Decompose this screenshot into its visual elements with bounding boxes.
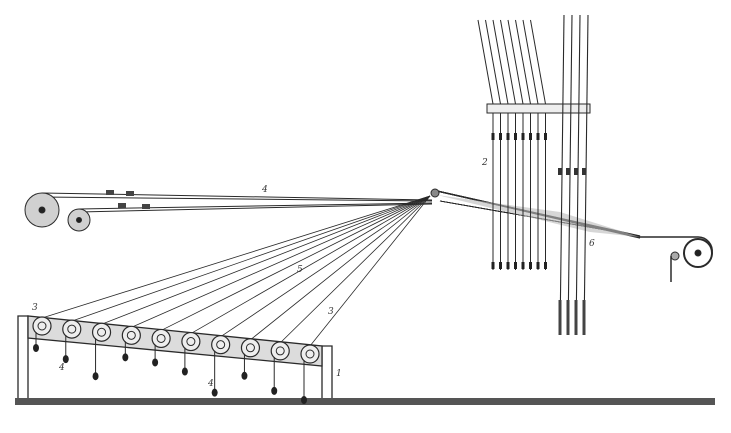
roller-core <box>275 346 285 356</box>
warp-thread <box>309 195 431 347</box>
heddle-cord <box>492 19 509 105</box>
weight <box>62 355 69 364</box>
heddle-eye <box>514 133 517 140</box>
warp-thread <box>190 195 431 334</box>
roller-core <box>126 330 136 340</box>
heddle-cord <box>530 19 546 105</box>
label-weight-middle: 4 <box>207 379 214 389</box>
roller-core <box>67 324 77 334</box>
heddle-weight <box>544 262 547 269</box>
weight <box>92 372 99 381</box>
label-warp-upper: 4 <box>261 185 268 195</box>
heddle-cord <box>507 19 524 105</box>
heddle-eye <box>506 133 510 140</box>
figure-labels: 1 2 3 3 4 4 4 5 6 <box>32 158 595 389</box>
heddle-b-weight <box>574 300 578 335</box>
weight <box>181 367 188 376</box>
warp-thread <box>71 195 431 322</box>
warp-threads <box>41 190 713 347</box>
upper-warp <box>78 202 433 210</box>
warp-clamp <box>118 203 126 208</box>
heddle-b-eye <box>574 168 578 175</box>
heddle-cord <box>485 19 501 105</box>
roller-row <box>32 316 320 404</box>
warp-clamp <box>126 191 134 196</box>
warp-thread <box>279 195 431 344</box>
roller-core <box>245 343 255 353</box>
label-roller-right: 3 <box>328 307 334 317</box>
label-weight-left: 4 <box>58 363 65 373</box>
warp-thread <box>220 195 431 337</box>
warp-thread <box>41 195 431 319</box>
ground-line <box>15 398 715 405</box>
weight <box>271 386 278 395</box>
pivot-pulley <box>430 188 440 198</box>
heddle-cord <box>522 19 539 105</box>
label-frame: 1 <box>336 369 342 379</box>
heddle-b-weight <box>566 300 570 335</box>
warp-thread <box>250 195 431 341</box>
heddle-cord <box>500 19 516 105</box>
heddle-b-weight <box>558 300 562 335</box>
roller <box>32 316 52 336</box>
roller <box>211 335 231 355</box>
heddle-b-eye <box>566 168 570 175</box>
warp-thread <box>131 195 431 328</box>
roller <box>62 319 82 339</box>
roller <box>181 331 201 352</box>
heddle-eye <box>544 133 547 140</box>
heddle-weight <box>499 262 502 269</box>
warp-thread <box>101 195 431 325</box>
heddle-b-weight <box>582 300 586 335</box>
heddle-assembly <box>477 14 591 336</box>
heddle-bar <box>486 103 591 114</box>
roller-core <box>216 340 226 350</box>
heddle-eye <box>521 133 525 140</box>
heddle-eye <box>529 133 532 140</box>
roller-core <box>97 327 107 337</box>
warp-thread <box>160 195 431 331</box>
heddle-cord <box>515 19 531 105</box>
roller <box>121 325 141 345</box>
roller <box>300 344 320 364</box>
heddle-weight <box>521 262 525 269</box>
roller <box>270 341 290 361</box>
label-threads-fan: 5 <box>297 265 303 275</box>
label-heddles: 2 <box>481 158 488 168</box>
upper-warp <box>41 196 433 202</box>
heddle-eye <box>491 133 495 140</box>
weight <box>301 396 307 404</box>
heddle-cord <box>477 19 494 105</box>
roller <box>91 322 112 342</box>
roller-core <box>186 337 196 347</box>
heddle-weight <box>536 262 540 269</box>
heddle-b-eye <box>582 168 586 175</box>
warp-clamp <box>142 204 150 209</box>
weight <box>241 371 248 380</box>
roller-core <box>305 349 315 359</box>
guide-pulley <box>670 251 680 261</box>
heddle-weight <box>514 262 517 269</box>
label-roller-left: 3 <box>32 303 38 313</box>
heddle-eye <box>536 133 540 140</box>
weight <box>33 344 39 352</box>
heddle-b-eye <box>558 168 562 175</box>
roller <box>240 338 261 358</box>
heddle-weight <box>491 262 495 269</box>
heddle-eye <box>499 133 502 140</box>
weight <box>152 358 159 367</box>
upper-warp <box>78 203 433 213</box>
roller-core <box>156 333 166 343</box>
warp-spools <box>24 188 713 282</box>
heddle-weight <box>506 262 510 269</box>
heddle-weight <box>529 262 532 269</box>
weight <box>122 353 129 362</box>
warp-clamp <box>106 190 114 195</box>
label-shed: 6 <box>589 239 595 249</box>
weight <box>211 388 218 397</box>
roller-core <box>37 321 47 331</box>
roller <box>151 328 171 349</box>
